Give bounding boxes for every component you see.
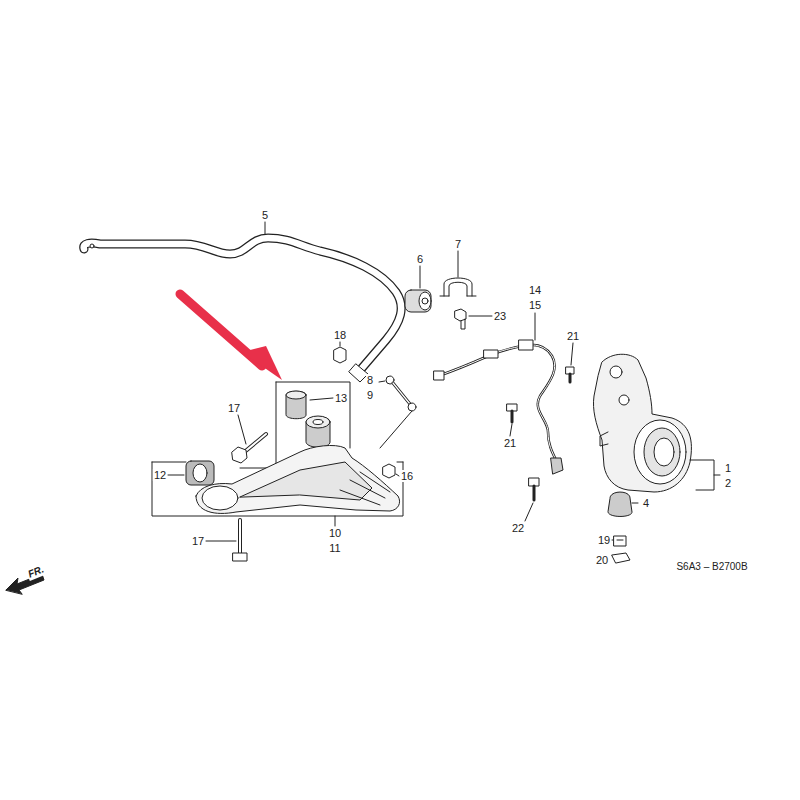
callout-number: 21 — [566, 330, 580, 342]
callout-number: 10 — [328, 527, 342, 539]
callout-number: 11 — [328, 542, 341, 554]
callout-number: 16 — [400, 470, 414, 482]
callout-number: 15 — [528, 299, 542, 311]
callout-number: 4 — [642, 497, 650, 509]
callout-number: 17 — [227, 402, 241, 414]
callout-number: 6 — [416, 253, 424, 265]
callout-number: 5 — [261, 209, 269, 221]
callout-number: 7 — [454, 238, 462, 250]
callout-number: 22 — [511, 522, 525, 534]
callout-number: 8 — [366, 374, 374, 386]
callout-number: 19 — [597, 534, 611, 546]
callout-number: 2 — [724, 477, 732, 489]
callout-number: 1 — [724, 462, 732, 474]
callout-number: 21 — [503, 437, 517, 449]
callout-number: 17 — [191, 535, 205, 547]
diagram-code: S6A3 – B2700B — [675, 561, 748, 573]
callout-number: 23 — [493, 310, 507, 322]
callout-number: 20 — [595, 554, 609, 566]
callout-number: 18 — [333, 329, 347, 341]
callout-number: 14 — [528, 284, 542, 296]
callout-number: 13 — [334, 392, 348, 404]
callout-number: 12 — [153, 469, 167, 481]
callout-number: 9 — [366, 389, 374, 401]
